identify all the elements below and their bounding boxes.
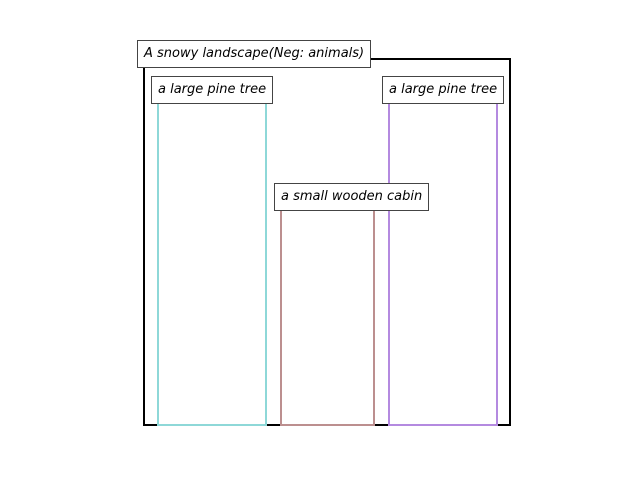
scene-caption-label: A snowy landscape(Neg: animals) — [137, 40, 372, 68]
region-label-pine-tree-left: a large pine tree — [151, 76, 274, 104]
region-label-wooden-cabin: a small wooden cabin — [274, 183, 430, 211]
region-box-pine-tree-left — [157, 89, 267, 426]
region-box-pine-tree-right — [388, 89, 498, 426]
region-label-pine-tree-right: a large pine tree — [382, 76, 505, 104]
region-box-wooden-cabin — [280, 196, 375, 426]
